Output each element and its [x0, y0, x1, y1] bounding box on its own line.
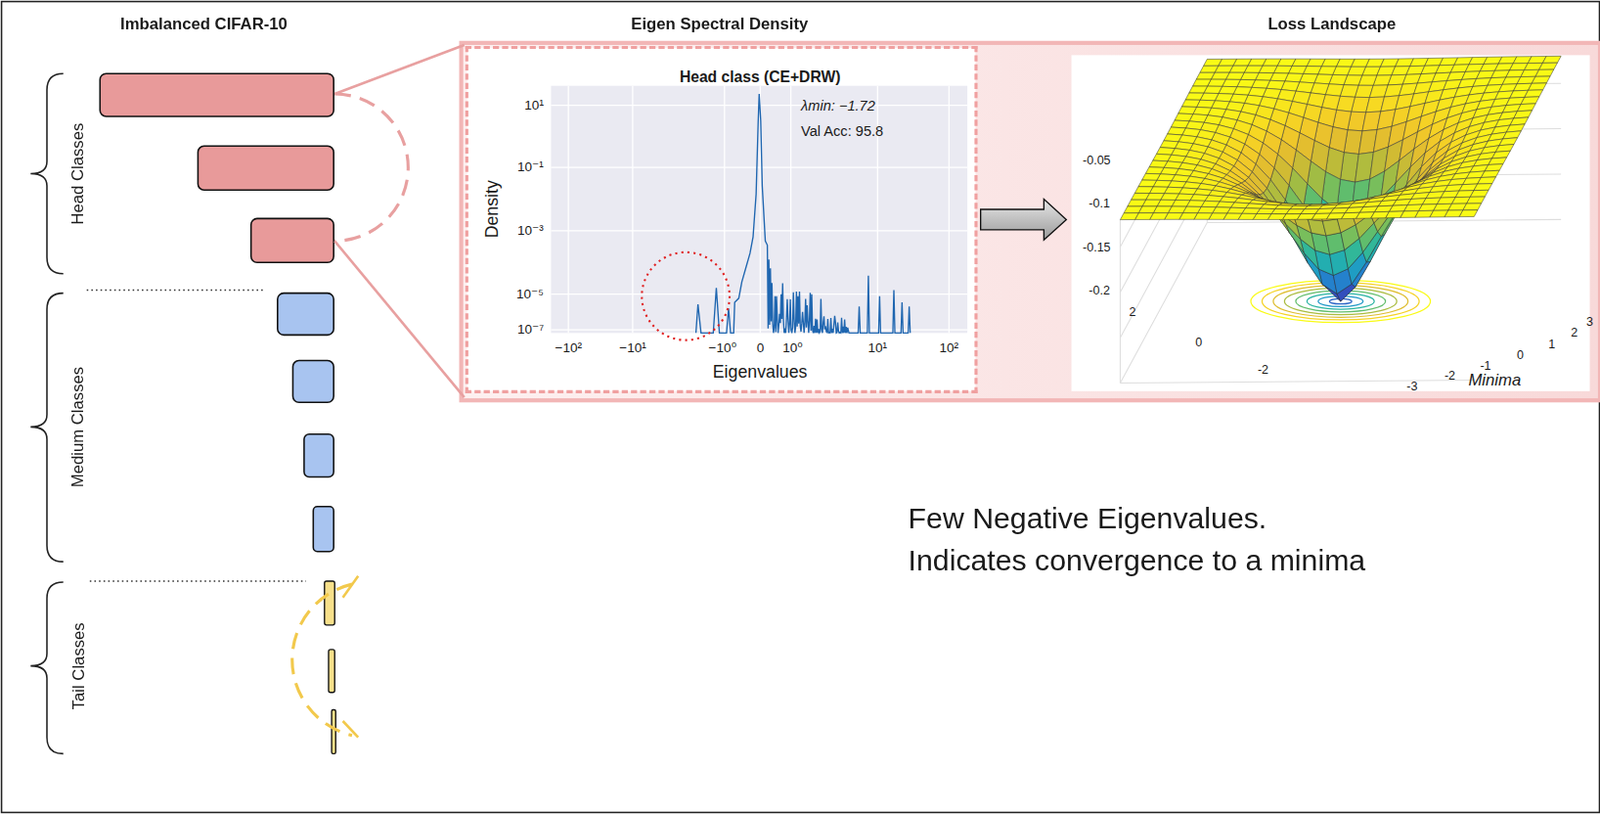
arc-tick — [343, 576, 359, 598]
column-title: Imbalanced CIFAR-10 — [120, 15, 288, 35]
group-arc — [334, 93, 408, 241]
landscape-panel: Minima — [1068, 52, 1592, 394]
highlight-band — [461, 43, 1600, 400]
panel-ground — [467, 47, 977, 392]
axis-label: 10⁻⁵ — [516, 286, 544, 303]
separator — [87, 289, 265, 292]
note-text: Indicates convergence to a minima — [908, 542, 1367, 578]
zoom-line — [334, 44, 465, 94]
axis-label: 10² — [938, 340, 959, 356]
group-arc — [292, 583, 353, 735]
axis-label: 10⁻³ — [517, 222, 544, 239]
column-title: Eigen Spectral Density — [630, 15, 808, 35]
axis-label: −10¹ — [619, 340, 647, 356]
grid — [550, 86, 968, 334]
axis-label: 10¹ — [867, 340, 888, 356]
group-label: Medium Classes — [69, 366, 89, 488]
plot-area — [550, 86, 968, 334]
block-arrow — [980, 199, 1067, 241]
axis-label: 0 — [1195, 335, 1202, 350]
note-text: Few Negative Eigenvalues. — [908, 500, 1268, 535]
axis-label: 0 — [1516, 349, 1524, 363]
spectrum-line — [696, 93, 911, 333]
head-bars — [99, 73, 334, 263]
node-text: Val Acc: 95.8 — [800, 122, 884, 139]
axis-label: -1 — [1479, 358, 1491, 373]
zoom-line — [334, 240, 465, 398]
axis-label: 1 — [1548, 338, 1556, 353]
loss-surface — [1119, 55, 1561, 383]
panel-ground — [1071, 54, 1591, 391]
axis-label: 10⁻⁷ — [517, 321, 544, 338]
axis-label: -2 — [1257, 363, 1269, 378]
axis-label: 10⁰ — [782, 340, 803, 356]
brace — [30, 73, 63, 754]
axis-label: Density — [482, 179, 502, 238]
group-label: Head Classes — [69, 123, 89, 225]
axis-label: 10⁻¹ — [517, 159, 544, 176]
axis-label: -0.05 — [1082, 154, 1112, 169]
node-text: λmin: −1.72 — [800, 96, 876, 114]
arc-tick — [343, 720, 359, 738]
medium-bars — [277, 293, 334, 552]
axis-label: 2 — [1128, 305, 1136, 319]
axis-label: -3 — [1406, 379, 1418, 394]
node-text: Head class (CE+DRW) — [679, 66, 842, 85]
axis-label: 3 — [1586, 315, 1594, 330]
axis-label: -0.2 — [1088, 283, 1111, 298]
axis-label: 10¹ — [524, 97, 544, 114]
axis-label: -2 — [1444, 369, 1456, 384]
group-label: Tail Classes — [69, 622, 89, 710]
node-text: Minima — [1467, 370, 1521, 390]
axis-label: 0 — [756, 340, 765, 356]
axis-label: −10⁰ — [709, 340, 737, 356]
axis-label: −10² — [555, 340, 583, 356]
column-title: Loss Landscape — [1267, 15, 1396, 35]
axis-label: -0.15 — [1082, 240, 1112, 255]
axis-label: 2 — [1570, 326, 1578, 341]
separator — [89, 579, 307, 582]
axis-label: Eigenvalues — [712, 362, 808, 383]
highlight-circle — [641, 252, 730, 341]
axis-label: -0.1 — [1088, 196, 1111, 211]
